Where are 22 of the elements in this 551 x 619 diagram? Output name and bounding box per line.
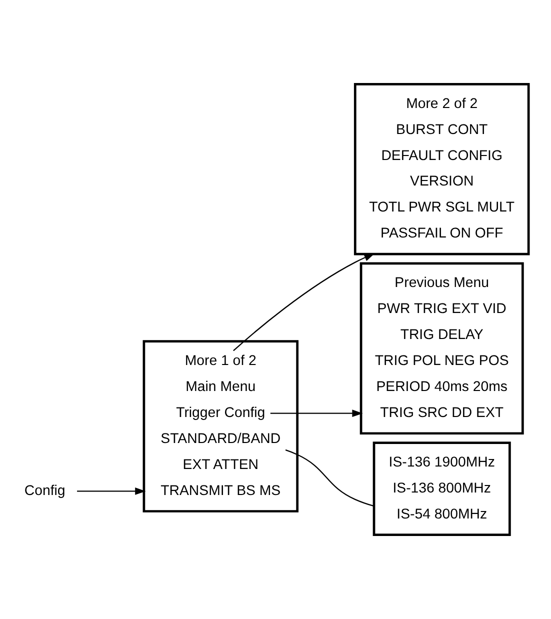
node-text: IS-136 800MHz <box>392 479 491 496</box>
node-text: DEFAULT CONFIG <box>381 146 502 163</box>
node-text: TRIG POL NEG POS <box>374 352 509 368</box>
node-text: PERIOD 40ms 20ms <box>376 378 508 394</box>
node-text: Config <box>24 482 66 498</box>
node-text: More 1 of 2 <box>184 352 256 368</box>
node-text: IS-136 1900MHz <box>388 454 495 470</box>
node-text: EXT ATTEN <box>182 456 258 472</box>
node-text: Main Menu <box>186 378 256 394</box>
node-text: TRANSMIT BS MS <box>160 482 281 498</box>
node-text: PWR TRIG EXT VID <box>377 300 506 316</box>
node-text: Trigger Config <box>176 404 266 420</box>
node-text: PASSFAIL ON OFF <box>380 224 504 241</box>
node-text: IS-54 800MHz <box>396 505 488 522</box>
node-text: TOTL PWR SGL MULT <box>369 198 515 215</box>
node-text: More 2 of 2 <box>406 94 478 111</box>
node-text: STANDARD/BAND <box>160 430 281 446</box>
node-text: VERSION <box>410 172 474 189</box>
node-text: BURST CONT <box>396 120 488 137</box>
node-text: Previous Menu <box>394 274 490 290</box>
node-text: TRIG SRC DD EXT <box>380 404 504 420</box>
node-text: TRIG DELAY <box>400 326 484 342</box>
